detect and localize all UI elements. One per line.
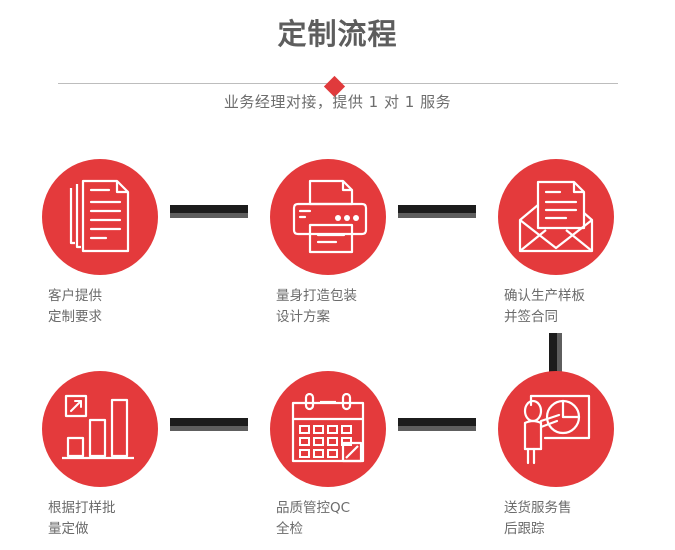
flow-step-4-circle[interactable] [42, 371, 158, 487]
bar-chart-growth-icon [62, 394, 134, 460]
connector-3-6 [549, 333, 562, 375]
connector-bar-gray [170, 426, 248, 431]
flow-step-5-label: 品质管控QC 全检 [276, 500, 351, 537]
flow-step-2-circle[interactable] [270, 159, 386, 275]
envelope-document-icon [518, 180, 594, 253]
page-subtitle: 业务经理对接，提供 1 对 1 服务 [223, 93, 452, 111]
connector-bar-dark [549, 333, 557, 375]
connector-bar-gray [398, 213, 476, 218]
flow-step-3-circle[interactable] [498, 159, 614, 275]
connector-bar-dark [398, 205, 476, 213]
flow-step-1-circle[interactable] [42, 159, 158, 275]
flow-step-6-label: 送货服务售 后跟踪 [504, 500, 572, 537]
connector-bar-dark [170, 205, 248, 213]
connector-bar-gray [398, 426, 476, 431]
connector-5-6 [398, 418, 476, 431]
title-divider [58, 72, 618, 98]
calendar-check-icon [291, 393, 365, 463]
connector-bar-dark [398, 418, 476, 426]
connector-4-5 [170, 418, 248, 431]
presentation-person-piechart-icon [523, 394, 591, 465]
flow-step-3-label: 确认生产样板 并签合同 [504, 288, 585, 325]
flow-step-5-circle[interactable] [270, 371, 386, 487]
connector-1-2 [170, 205, 248, 218]
flow-step-4-label: 根据打样批 量定做 [48, 500, 116, 537]
connector-2-3 [398, 205, 476, 218]
connector-bar-gray [557, 333, 562, 375]
documents-stack-icon [69, 179, 130, 253]
printer-icon [292, 179, 368, 254]
flow-step-2-label: 量身打造包装 设计方案 [276, 288, 357, 325]
page-title: 定制流程 [277, 17, 398, 51]
connector-bar-dark [170, 418, 248, 426]
connector-bar-gray [170, 213, 248, 218]
page-header: 定制流程 业务经理对接，提供 1 对 1 服务 [0, 0, 675, 130]
flow-step-6-circle[interactable] [498, 371, 614, 487]
flow-step-1-label: 客户提供 定制要求 [48, 288, 102, 325]
